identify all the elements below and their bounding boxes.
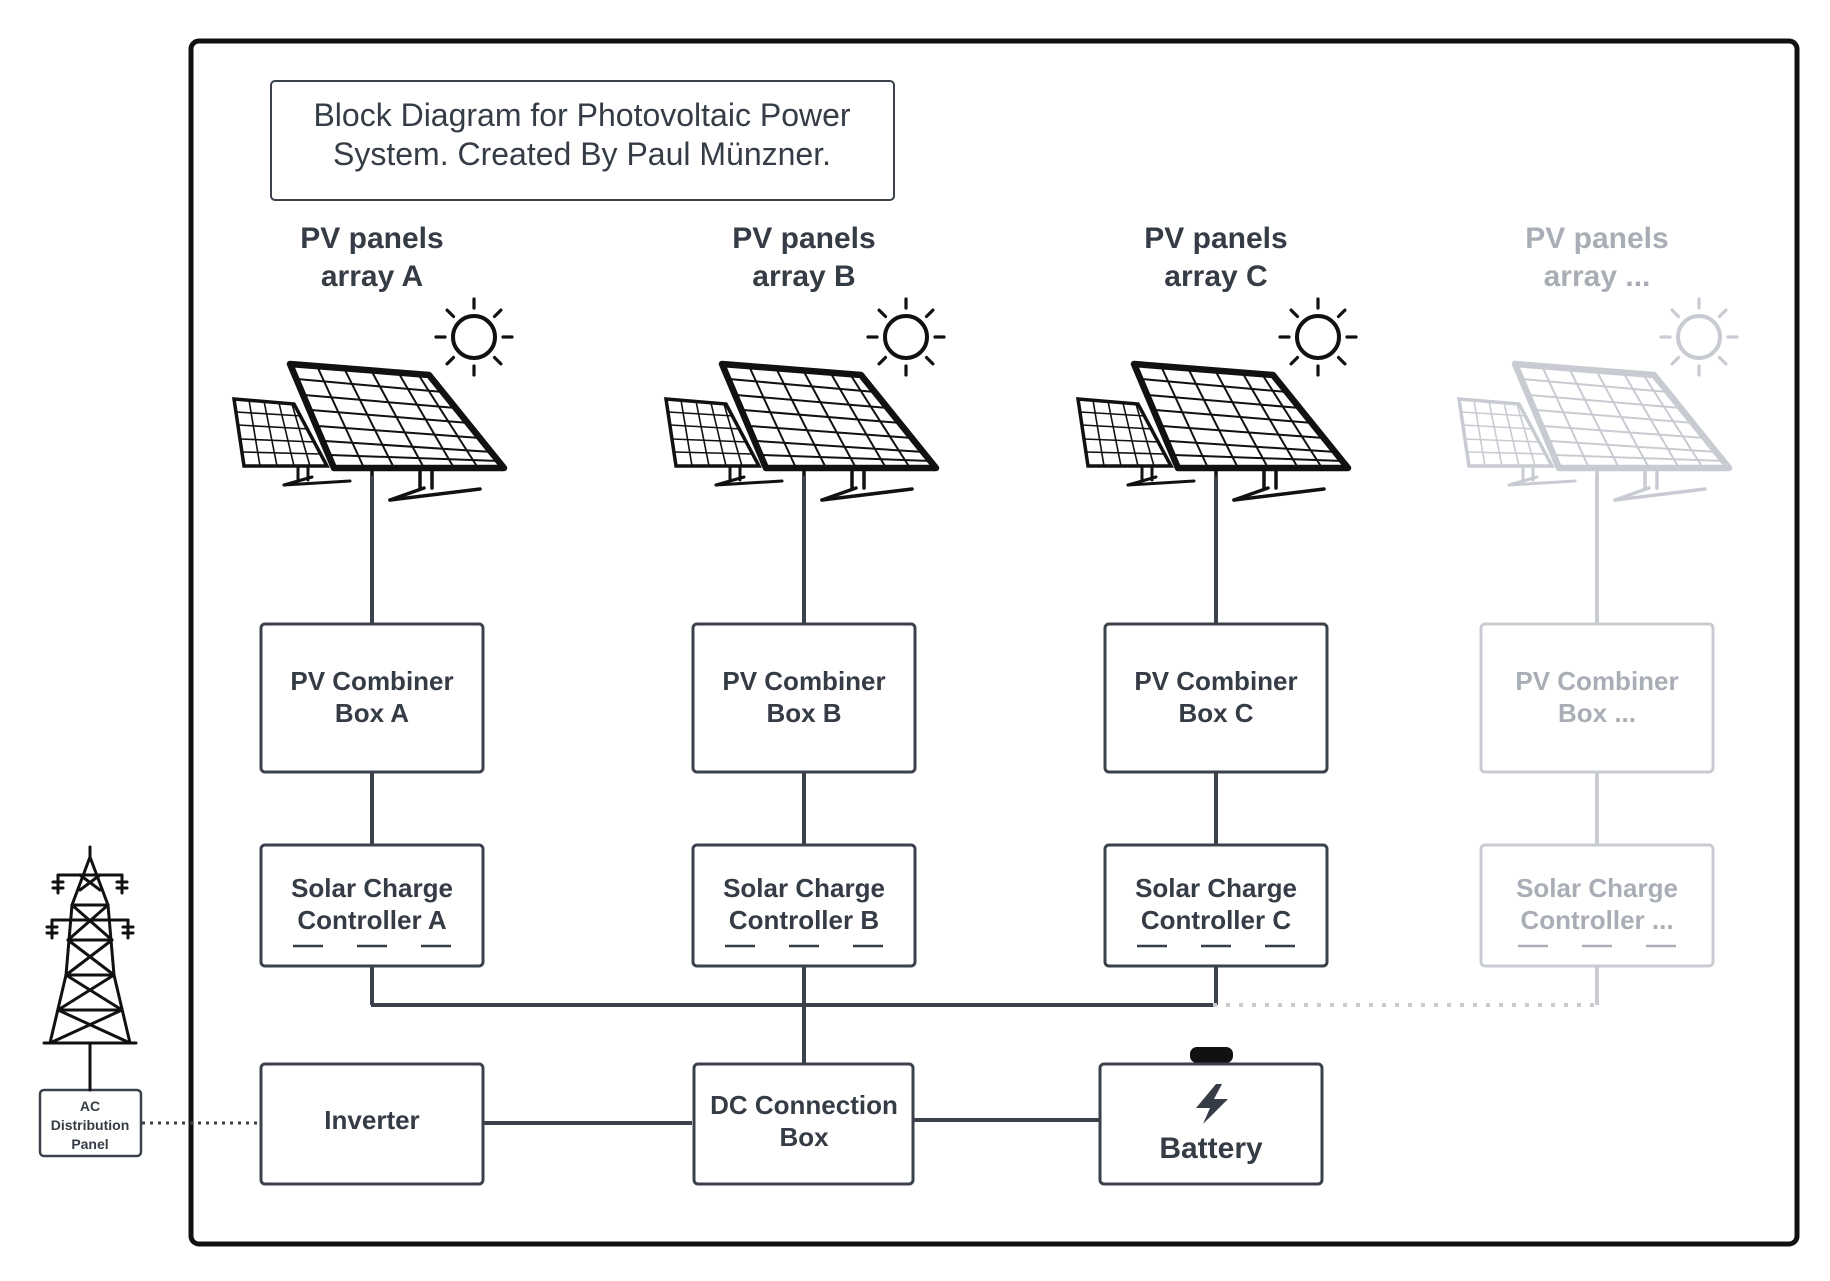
- sun-icon: [434, 297, 514, 377]
- combiner-label-line-2: Box C: [1178, 698, 1253, 728]
- controller-label-line-2: Controller C: [1141, 905, 1291, 935]
- combiner-label-line-2: Box B: [766, 698, 841, 728]
- battery-box: [1098, 1062, 1324, 1186]
- diagram-frame: [188, 38, 1800, 1247]
- controller-label-line-1: Solar Charge: [291, 873, 453, 903]
- controller-label-line-1: Solar Charge: [1135, 873, 1297, 903]
- controller-label-line-1: Solar Charge: [1516, 873, 1678, 903]
- dc-connection-box: [692, 1062, 915, 1186]
- dc-box-line-2: Box: [779, 1122, 829, 1152]
- solar-panels-icon: [234, 364, 504, 500]
- title-box: [270, 80, 895, 201]
- lightning-bolt-icon: [1196, 1084, 1228, 1124]
- title-line-1: Block Diagram for Photovoltaic Power: [313, 97, 850, 133]
- ac-panel-line-1: AC: [80, 1098, 100, 1114]
- combiner-label-line-1: PV Combiner: [290, 666, 453, 696]
- controller-label-line-1: Solar Charge: [723, 873, 885, 903]
- solar-panels-icon: [1078, 364, 1348, 500]
- ac-panel-line-3: Panel: [71, 1136, 108, 1152]
- battery-label: Battery: [1159, 1132, 1263, 1165]
- combiner-label-line-1: PV Combiner: [1515, 666, 1678, 696]
- array-label-line-2: array ...: [1544, 260, 1651, 293]
- array-label-line-1: PV panels: [300, 222, 443, 255]
- combiner-label-line-2: Box ...: [1558, 698, 1636, 728]
- sun-icon: [1659, 297, 1739, 377]
- combiner-label-line-2: Box A: [335, 698, 409, 728]
- combiner-label-line-1: PV Combiner: [1134, 666, 1297, 696]
- sun-icon: [1278, 297, 1358, 377]
- array-label-line-2: array B: [752, 260, 855, 293]
- array-label-line-1: PV panels: [1525, 222, 1668, 255]
- inverter-label: Inverter: [324, 1105, 419, 1135]
- sun-icon: [866, 297, 946, 377]
- ac-panel-line-2: Distribution: [51, 1117, 130, 1133]
- title-line-2: System. Created By Paul Münzner.: [333, 136, 831, 172]
- solar-panels-icon: [1459, 364, 1729, 500]
- array-label-line-2: array C: [1164, 260, 1267, 293]
- array-label-line-1: PV panels: [1144, 222, 1287, 255]
- dc-box-line-1: DC Connection: [710, 1090, 898, 1120]
- battery-terminal: [1190, 1047, 1233, 1063]
- controller-label-line-2: Controller ...: [1520, 905, 1673, 935]
- combiner-label-line-1: PV Combiner: [722, 666, 885, 696]
- transmission-tower-icon: [42, 845, 138, 1092]
- controller-label-line-2: Controller A: [297, 905, 446, 935]
- array-label-line-2: array A: [321, 260, 423, 293]
- solar-panels-icon: [666, 364, 936, 500]
- controller-label-line-2: Controller B: [729, 905, 879, 935]
- array-label-line-1: PV panels: [732, 222, 875, 255]
